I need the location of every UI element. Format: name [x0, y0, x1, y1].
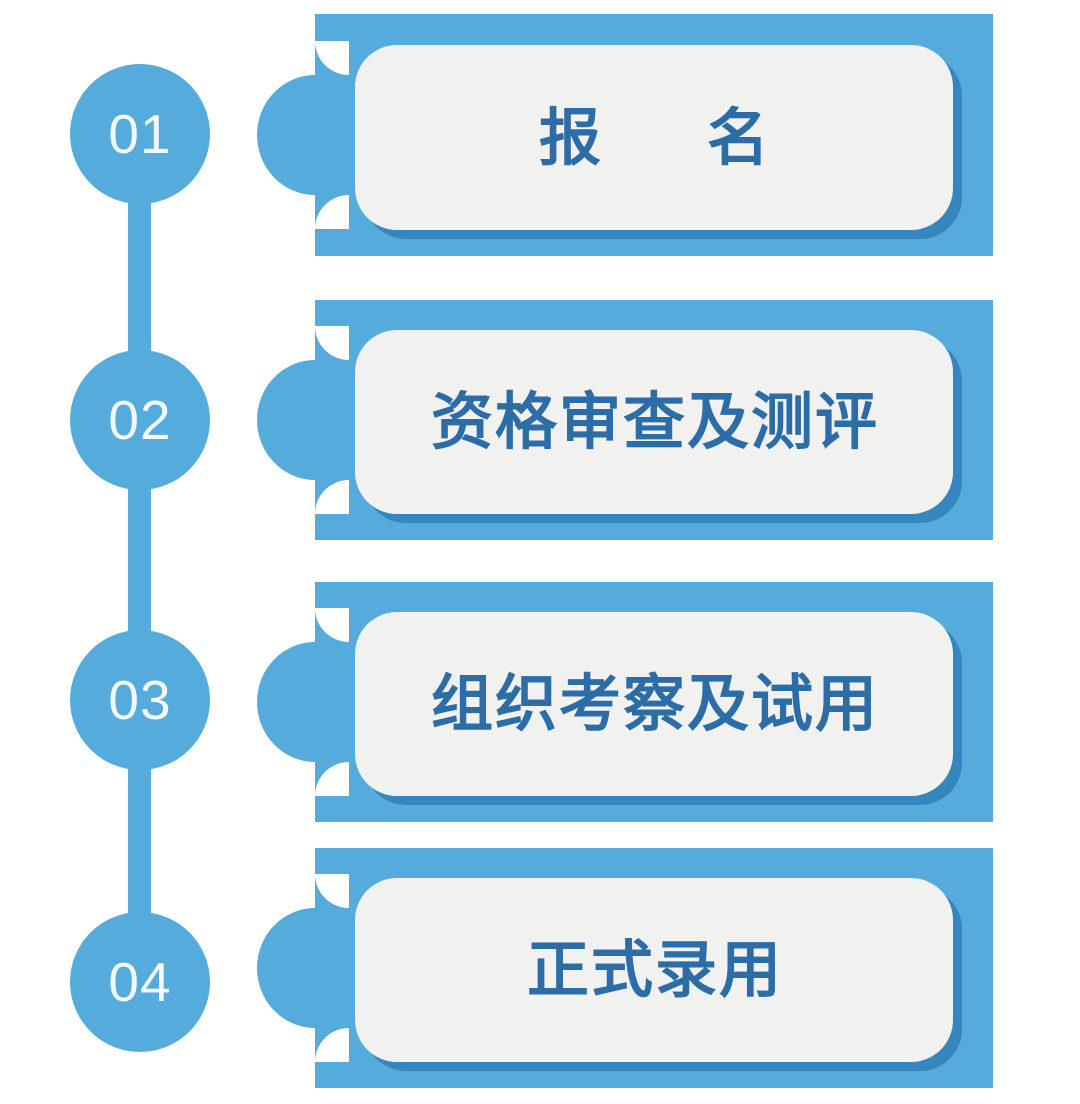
step-card-label: 正式录用 — [526, 933, 783, 1006]
step-number-label: 04 — [108, 950, 172, 1013]
step-circle-01[interactable]: 01 — [70, 64, 210, 204]
step-panel-02[interactable]: 资格审查及测评 — [257, 300, 993, 540]
step-circle-04[interactable]: 04 — [70, 912, 210, 1052]
step-card-04[interactable]: 正式录用 — [355, 878, 953, 1062]
step-panel-04[interactable]: 正式录用 — [257, 848, 993, 1088]
panel-connector-bump-icon — [257, 41, 373, 229]
connector-line-02-03 — [128, 480, 151, 632]
step-card-03[interactable]: 组织考察及试用 — [355, 612, 953, 796]
step-panel-01[interactable]: 报 名 — [257, 14, 993, 256]
step-card-label: 资格审查及测评 — [430, 385, 879, 458]
step-card-02[interactable]: 资格审查及测评 — [355, 330, 953, 514]
panel-connector-bump-icon — [257, 874, 373, 1062]
step-card-label: 报 名 — [538, 100, 791, 174]
step-panel-03[interactable]: 组织考察及试用 — [257, 582, 993, 822]
connector-line-01-02 — [128, 200, 151, 352]
panel-connector-bump-icon — [257, 326, 373, 514]
step-number-label: 03 — [108, 668, 172, 731]
step-number-rail: 01 02 03 04 — [0, 0, 300, 1104]
step-number-label: 02 — [108, 388, 172, 451]
step-circle-02[interactable]: 02 — [70, 350, 210, 490]
step-circle-03[interactable]: 03 — [70, 630, 210, 770]
step-number-label: 01 — [108, 102, 172, 165]
connector-line-03-04 — [128, 762, 151, 914]
step-card-01[interactable]: 报 名 — [355, 45, 953, 230]
step-card-label: 组织考察及试用 — [430, 667, 879, 740]
